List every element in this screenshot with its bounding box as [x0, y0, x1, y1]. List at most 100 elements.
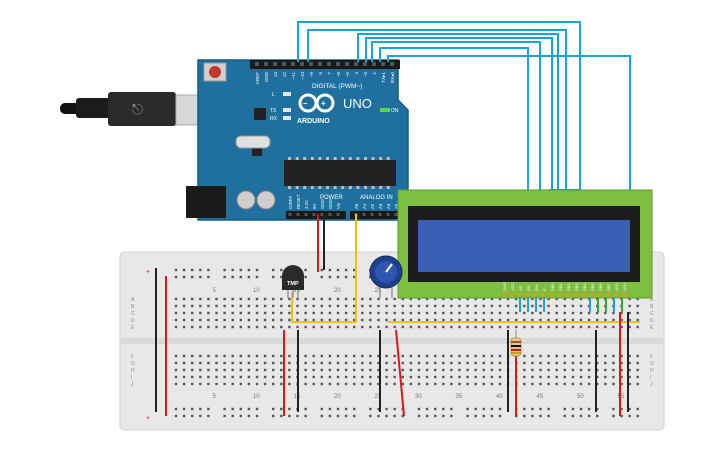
- header-pin[interactable]: [300, 62, 304, 66]
- breadboard-hole: [612, 414, 615, 418]
- header-pin[interactable]: [370, 213, 374, 216]
- power-pin-label: GND: [320, 199, 325, 209]
- lcd-pin[interactable]: [534, 293, 538, 297]
- breadboard-hole: [182, 354, 186, 358]
- lcd-pin[interactable]: [510, 293, 514, 297]
- wire-blue[interactable]: [357, 33, 559, 196]
- header-pin[interactable]: [362, 213, 366, 216]
- header-pin[interactable]: [394, 213, 398, 216]
- breadboard-hole: [239, 304, 242, 308]
- breadboard-row-letter: I: [650, 375, 651, 381]
- breadboard-hole: [207, 275, 210, 279]
- breadboard-hole: [401, 414, 404, 418]
- breadboard-hole: [587, 318, 591, 322]
- header-pin[interactable]: [318, 62, 322, 66]
- breadboard-hole: [223, 407, 226, 411]
- wire-yellow-a0[interactable]: [291, 214, 357, 323]
- lcd-data-wires[interactable]: [297, 21, 631, 196]
- resistor[interactable]: [510, 330, 522, 357]
- lcd-pin[interactable]: [558, 293, 562, 297]
- breadboard-hole: [255, 382, 259, 386]
- header-pin[interactable]: [273, 62, 277, 66]
- wire-blue[interactable]: [307, 29, 567, 196]
- header-pin[interactable]: [328, 213, 332, 216]
- breadboard-hole: [312, 375, 315, 379]
- lcd-pin[interactable]: [598, 293, 602, 297]
- header-pin[interactable]: [378, 213, 382, 216]
- lcd-pin[interactable]: [574, 293, 578, 297]
- tmp-sensor[interactable]: TMP: [282, 265, 304, 298]
- breadboard-hole: [207, 375, 210, 379]
- lcd-pin[interactable]: [518, 293, 522, 297]
- lcd-pin[interactable]: [526, 293, 530, 297]
- wire-blue[interactable]: [365, 37, 553, 196]
- breadboard-hole: [174, 407, 178, 411]
- breadboard-hole: [312, 318, 315, 322]
- header-pin[interactable]: [309, 62, 313, 66]
- breadboard-hole: [272, 325, 275, 329]
- header-pin[interactable]: [296, 213, 300, 216]
- breadboard-hole: [288, 361, 291, 365]
- lcd-pin[interactable]: [590, 293, 594, 297]
- wire-blue[interactable]: [387, 55, 631, 196]
- lcd-pin[interactable]: [606, 293, 610, 297]
- breadboard-hole: [336, 318, 340, 322]
- header-pin[interactable]: [291, 62, 295, 66]
- breadboard-hole: [450, 368, 453, 372]
- lcd-pin[interactable]: [566, 293, 570, 297]
- reset-button[interactable]: [209, 66, 221, 78]
- header-pin[interactable]: [386, 213, 390, 216]
- potentiometer[interactable]: [369, 255, 403, 298]
- header-pin[interactable]: [390, 62, 394, 66]
- lcd-pin[interactable]: [614, 293, 618, 297]
- breadboard-hole: [272, 407, 275, 411]
- breadboard-hole: [255, 325, 259, 329]
- wire-blue[interactable]: [379, 47, 529, 196]
- lcd-pin[interactable]: [542, 293, 546, 297]
- breadboard-hole: [442, 354, 445, 358]
- header-pin[interactable]: [327, 62, 331, 66]
- breadboard-hole: [450, 375, 453, 379]
- lcd-pin[interactable]: [502, 293, 506, 297]
- lcd-pin[interactable]: [622, 293, 626, 297]
- header-pin[interactable]: [255, 62, 259, 66]
- header-pin[interactable]: [304, 213, 308, 216]
- breadboard-column-number: 5: [213, 288, 217, 294]
- breadboard-hole: [393, 325, 396, 329]
- breadboard-hole: [442, 382, 445, 386]
- wire-blue[interactable]: [371, 41, 541, 196]
- breadboard-hole: [636, 318, 639, 322]
- header-pin[interactable]: [264, 62, 268, 66]
- header-pin[interactable]: [320, 213, 324, 216]
- header-pin[interactable]: [336, 62, 340, 66]
- header-pin[interactable]: [312, 213, 316, 216]
- breadboard-hole: [628, 311, 631, 315]
- power-wires[interactable]: [155, 214, 640, 417]
- breadboard-hole: [377, 297, 380, 301]
- wire-red[interactable]: [395, 329, 405, 417]
- breadboard-hole: [191, 325, 194, 329]
- breadboard-hole: [344, 311, 348, 315]
- header-pin[interactable]: [372, 62, 376, 66]
- header-pin[interactable]: [363, 62, 367, 66]
- header-pin[interactable]: [345, 62, 349, 66]
- header-pin[interactable]: [336, 213, 340, 216]
- lcd-pin[interactable]: [550, 293, 554, 297]
- lcd-pin[interactable]: [582, 293, 586, 297]
- capacitor-left: [236, 190, 256, 210]
- header-pin[interactable]: [381, 62, 385, 66]
- chip-pin: [341, 186, 345, 189]
- header-pin[interactable]: [288, 213, 292, 216]
- capacitor-right: [256, 190, 276, 210]
- header-pin[interactable]: [282, 62, 286, 66]
- breadboard-row-letter: A: [650, 297, 654, 303]
- breadboard-hole: [531, 304, 534, 308]
- breadboard-hole: [539, 297, 542, 301]
- breadboard-hole: [239, 275, 242, 279]
- breadboard-hole: [263, 318, 267, 322]
- breadboard-hole: [361, 325, 364, 329]
- breadboard-hole: [434, 304, 437, 308]
- header-pin[interactable]: [354, 62, 358, 66]
